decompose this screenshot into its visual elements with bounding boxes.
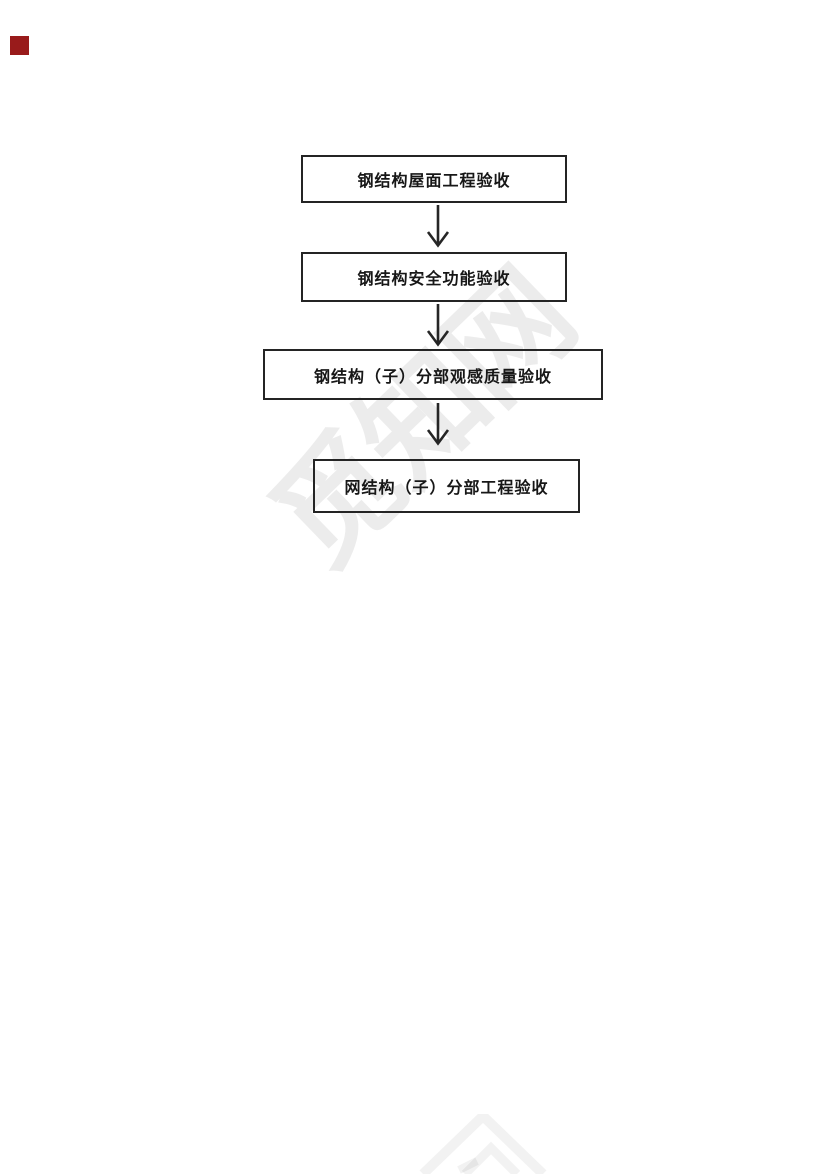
flow-node-roof-acceptance: 钢结构屋面工程验收	[301, 155, 567, 203]
down-arrow-icon	[426, 304, 450, 347]
flow-node-label: 钢结构（子）分部观感质量验收	[313, 368, 552, 386]
flow-node-appearance-quality-acceptance: 钢结构（子）分部观感质量验收	[263, 349, 603, 400]
flow-node-label: 钢结构安全功能验收	[357, 271, 511, 288]
flow-node-label: 钢结构屋面工程验收	[357, 173, 511, 190]
flow-node-safety-function-acceptance: 钢结构安全功能验收	[301, 252, 567, 302]
red-square-marker	[10, 36, 29, 55]
watermark-logo-icon	[419, 1114, 547, 1174]
down-arrow-icon	[426, 403, 450, 446]
flow-node-label: 网结构（子）分部工程验收	[344, 480, 549, 497]
down-arrow-icon	[426, 205, 450, 248]
flow-node-subdivision-project-acceptance: 网结构（子）分部工程验收	[313, 459, 580, 513]
